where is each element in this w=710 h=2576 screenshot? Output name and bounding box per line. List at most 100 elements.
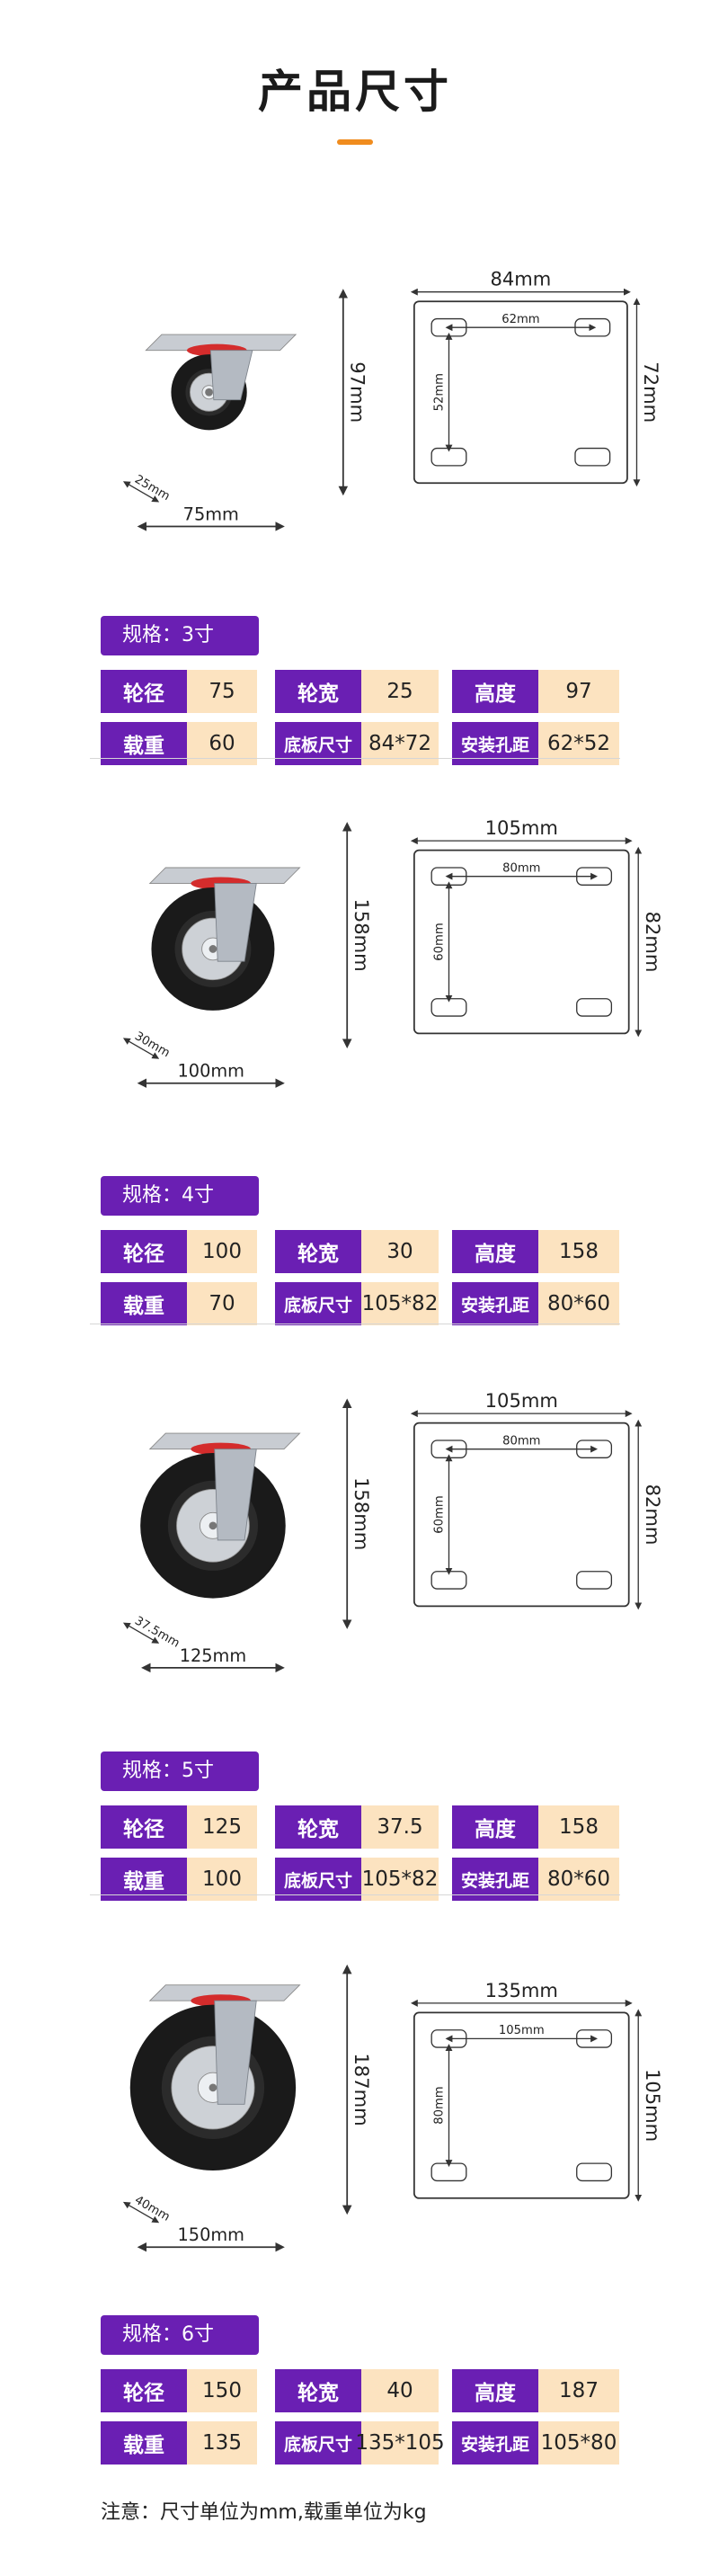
height-dimension-label: 158mm bbox=[351, 898, 373, 971]
wheel-diameter-label: 125mm bbox=[180, 1645, 246, 1666]
caster-wheel-icon bbox=[140, 1432, 301, 1599]
plate-width-label: 135mm bbox=[485, 1979, 558, 2001]
param-name: 轮径 bbox=[101, 1230, 187, 1273]
param-name: 高度 bbox=[452, 670, 538, 713]
param-value: 158 bbox=[538, 1805, 619, 1849]
param-name: 高度 bbox=[452, 2369, 538, 2412]
hole-spacing-height-label: 80mm bbox=[432, 2086, 446, 2124]
wheel-diameter-label: 100mm bbox=[178, 1061, 244, 1082]
mounting-hole bbox=[430, 2162, 467, 2182]
param-value: 105*80 bbox=[538, 2421, 619, 2465]
param-name: 安装孔距 bbox=[452, 1282, 538, 1325]
mounting-hole bbox=[430, 1571, 467, 1590]
param-value: 158 bbox=[538, 1230, 619, 1273]
param-value: 97 bbox=[538, 670, 619, 713]
param-name: 底板尺寸 bbox=[275, 1282, 361, 1325]
param-name: 底板尺寸 bbox=[275, 1858, 361, 1901]
caster-wheel-icon bbox=[129, 1984, 301, 2171]
hole-spacing-width-label: 62mm bbox=[501, 313, 539, 326]
wheel-width-label: 25mm bbox=[132, 473, 172, 504]
param-name: 载重 bbox=[101, 1282, 187, 1325]
param-name: 轮径 bbox=[101, 1805, 187, 1849]
param-name: 载重 bbox=[101, 1858, 187, 1901]
spec-size-label: 规格：6寸 bbox=[101, 2315, 259, 2355]
plate-height-label: 82mm bbox=[642, 1484, 664, 1546]
base-plate-drawing bbox=[413, 849, 630, 1035]
title-underline bbox=[337, 139, 373, 145]
mounting-hole bbox=[576, 998, 613, 1017]
plate-width-label: 84mm bbox=[490, 268, 551, 290]
param-value: 105*82 bbox=[361, 1282, 439, 1325]
height-dimension-label: 158mm bbox=[351, 1477, 373, 1550]
param-value: 105*82 bbox=[361, 1858, 439, 1901]
param-value: 70 bbox=[187, 1282, 257, 1325]
plate-height-label: 105mm bbox=[642, 2069, 664, 2142]
param-name: 轮宽 bbox=[275, 2369, 361, 2412]
height-dimension-label: 97mm bbox=[347, 361, 369, 423]
param-name: 高度 bbox=[452, 1805, 538, 1849]
mounting-hole bbox=[576, 1571, 613, 1590]
section-divider bbox=[90, 758, 620, 759]
param-name: 轮径 bbox=[101, 2369, 187, 2412]
wheel-diameter-label: 150mm bbox=[178, 2224, 244, 2245]
param-value: 187 bbox=[538, 2369, 619, 2412]
base-plate-drawing bbox=[413, 2011, 630, 2199]
hole-spacing-width-label: 80mm bbox=[502, 1434, 540, 1448]
caster-wheel-icon bbox=[148, 867, 301, 1011]
param-name: 安装孔距 bbox=[452, 1858, 538, 1901]
param-name: 轮宽 bbox=[275, 1230, 361, 1273]
param-value: 100 bbox=[187, 1230, 257, 1273]
wheel-diameter-label: 75mm bbox=[183, 504, 239, 524]
param-name: 底板尺寸 bbox=[275, 2421, 361, 2465]
hole-spacing-height-label: 60mm bbox=[432, 1495, 446, 1533]
mounting-hole bbox=[574, 447, 611, 467]
param-value: 37.5 bbox=[361, 1805, 439, 1849]
plate-width-label: 105mm bbox=[485, 816, 558, 839]
plate-height-label: 82mm bbox=[642, 912, 664, 973]
base-plate-drawing bbox=[413, 300, 628, 485]
param-name: 高度 bbox=[452, 1230, 538, 1273]
spec-size-label: 规格：4寸 bbox=[101, 1176, 259, 1216]
param-value: 80*60 bbox=[538, 1282, 619, 1325]
param-value: 100 bbox=[187, 1858, 257, 1901]
mounting-hole bbox=[576, 2162, 613, 2182]
plate-width-label: 105mm bbox=[485, 1389, 558, 1412]
param-value: 25 bbox=[361, 670, 439, 713]
caster-wheel-icon bbox=[145, 334, 297, 431]
section-divider bbox=[90, 1894, 620, 1895]
unit-note: 注意：尺寸单位为mm,载重单位为kg bbox=[101, 2501, 427, 2524]
base-plate-drawing bbox=[413, 1422, 630, 1608]
hole-spacing-height-label: 60mm bbox=[432, 923, 446, 960]
spec-size-label: 规格：5寸 bbox=[101, 1752, 259, 1791]
param-value: 80*60 bbox=[538, 1858, 619, 1901]
page-title: 产品尺寸 bbox=[258, 66, 452, 118]
mounting-hole bbox=[430, 447, 467, 467]
param-name: 轮径 bbox=[101, 670, 187, 713]
param-name: 安装孔距 bbox=[452, 2421, 538, 2465]
param-value: 135 bbox=[187, 2421, 257, 2465]
wheel-width-label: 30mm bbox=[132, 1030, 172, 1060]
